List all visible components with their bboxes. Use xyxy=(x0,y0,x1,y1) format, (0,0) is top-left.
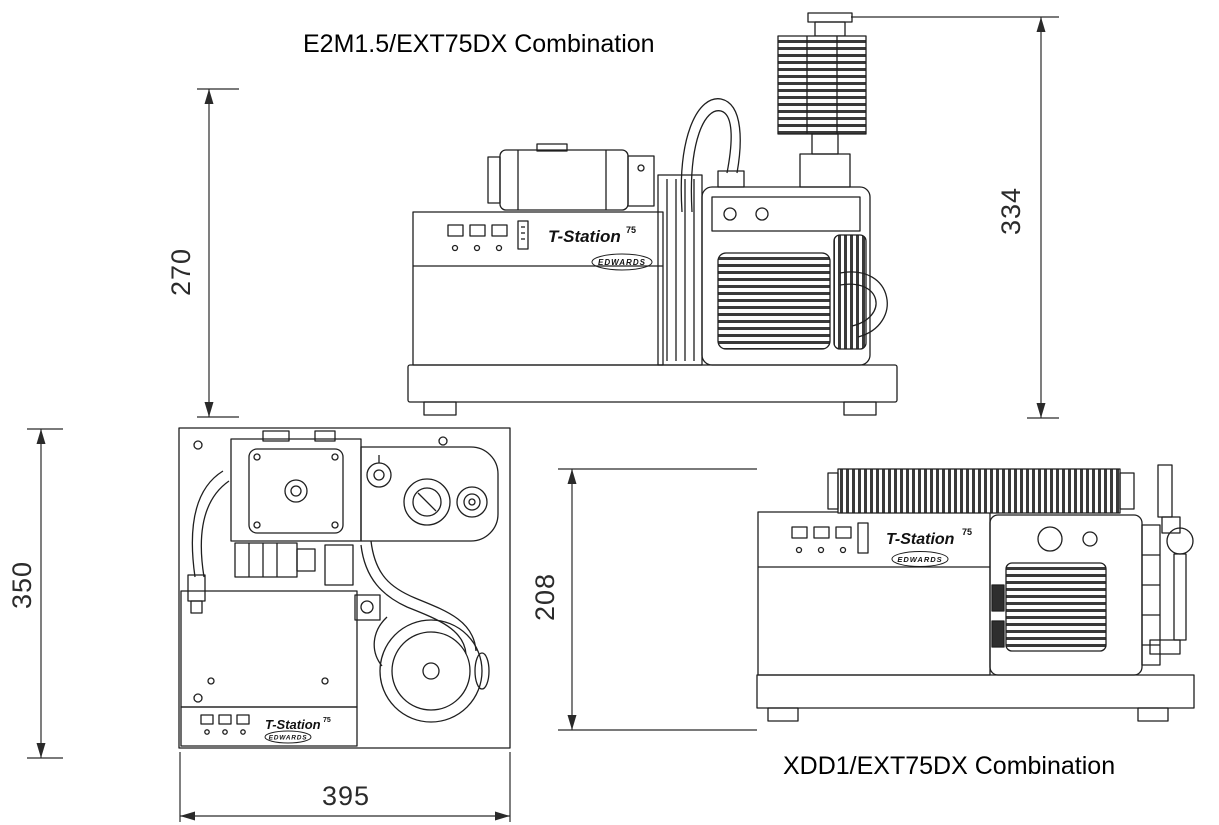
top-view-linework xyxy=(178,427,511,749)
dimension-line-395 xyxy=(179,752,511,822)
title-xdd1-combination: XDD1/EXT75DX Combination xyxy=(783,752,1116,780)
t-station-model-label: 75 xyxy=(626,225,636,235)
xdd1-linework xyxy=(756,464,1195,722)
t-station-label: T-Station xyxy=(886,531,955,548)
dimension-label-350: 350 xyxy=(7,560,37,610)
edwards-logo: EDWARDS xyxy=(897,555,942,564)
dimension-label-270: 270 xyxy=(166,247,196,297)
t-station-model-label: 75 xyxy=(323,717,331,724)
e2m15-linework xyxy=(407,12,898,416)
t-station-label: T-Station xyxy=(265,717,321,732)
edwards-logo: EDWARDS xyxy=(598,258,646,267)
drawing-top-view: T-Station 75 EDWARDS xyxy=(178,427,511,749)
dimension-line-208 xyxy=(558,468,757,731)
title-e2m15-combination: E2M1.5/EXT75DX Combination xyxy=(303,30,655,58)
dimension-line-270 xyxy=(197,88,239,418)
drawing-e2m15-side-view: T-Station 75 EDWARDS xyxy=(407,12,898,416)
t-station-model-label: 75 xyxy=(962,527,972,537)
dimension-label-395: 395 xyxy=(321,781,371,811)
dimension-line-334 xyxy=(851,16,1059,419)
t-station-label: T-Station xyxy=(548,227,621,246)
dimension-line-350 xyxy=(27,428,63,759)
edwards-logo: EDWARDS xyxy=(269,735,308,742)
drawing-xdd1-side-view: T-Station 75 EDWARDS xyxy=(756,464,1195,722)
dimension-label-208: 208 xyxy=(530,572,560,622)
